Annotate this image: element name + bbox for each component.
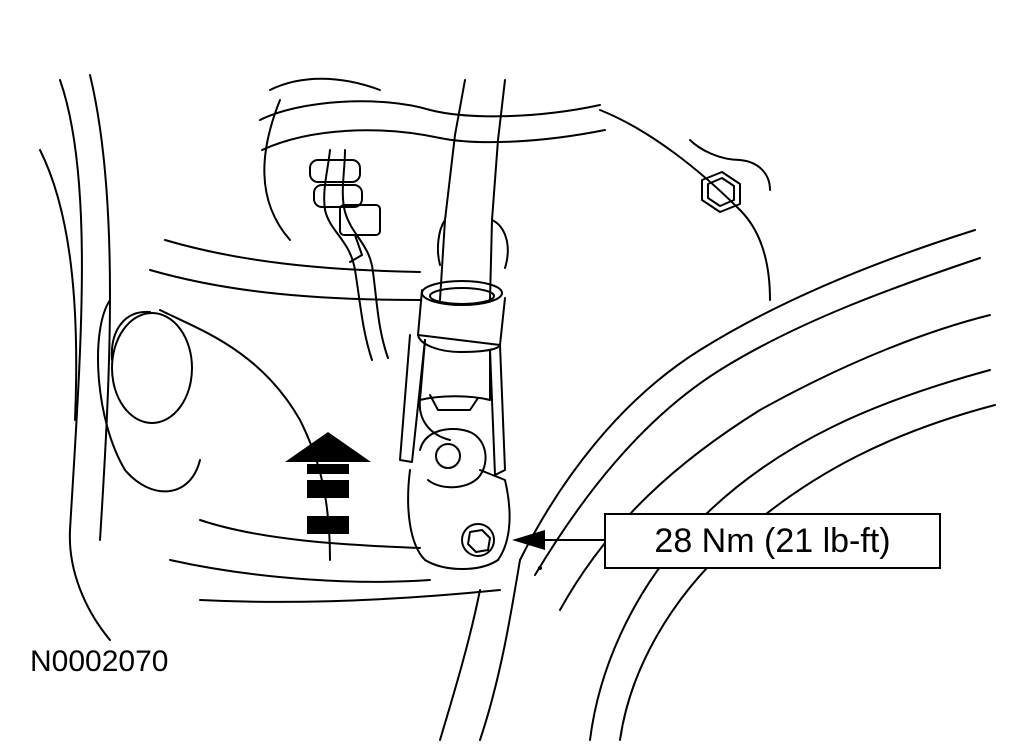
steering-shaft bbox=[399, 79, 511, 570]
left-body-panel bbox=[59, 79, 111, 641]
up-arrow-icon bbox=[285, 432, 371, 534]
torque-callout: 28 Nm (21 lb-ft) bbox=[604, 513, 941, 569]
right-bracket bbox=[599, 109, 771, 301]
figure-id: N0002070 bbox=[30, 645, 169, 678]
wire-harness-connector bbox=[309, 149, 389, 361]
right-frame-rail bbox=[519, 229, 976, 561]
callout-arrowhead bbox=[512, 530, 545, 550]
left-rubber-bumper bbox=[97, 299, 201, 493]
upper-hose bbox=[259, 100, 601, 121]
pinch-bolt bbox=[461, 523, 495, 557]
bolt-icon bbox=[701, 171, 741, 213]
